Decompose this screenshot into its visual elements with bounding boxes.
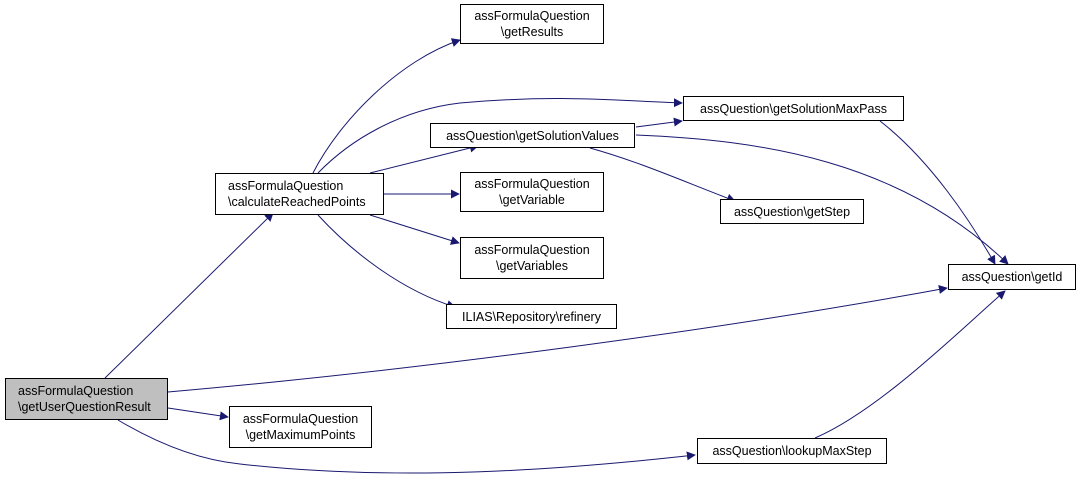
node-get-variables[interactable]: assFormulaQuestion \getVariables: [460, 237, 604, 279]
node-label-line: \getMaximumPoints: [245, 428, 356, 442]
node-label-line: \calculateReachedPoints: [228, 195, 366, 209]
edge-calc-to-getVariables: [369, 214, 460, 245]
node-label-line: assQuestion\getStep: [733, 204, 851, 219]
edge-calc-to-solutionMaxPass: [317, 98, 683, 174]
node-label-line: assQuestion\getSolutionValues: [446, 128, 619, 143]
node-get-solution-values[interactable]: assQuestion\getSolutionValues: [430, 123, 635, 148]
node-label-line: ILIAS\Repository\refinery: [462, 309, 601, 324]
node-calculate-reached-points[interactable]: assFormulaQuestion \calculateReachedPoin…: [215, 173, 384, 215]
node-get-variable[interactable]: assFormulaQuestion \getVariable: [460, 172, 604, 212]
node-label-line: assFormulaQuestion: [474, 177, 590, 191]
edge-root-to-maxPoints: [167, 407, 229, 421]
node-get-step[interactable]: assQuestion\getStep: [720, 199, 864, 224]
node-label-line: assFormulaQuestion: [474, 9, 590, 23]
edge-root-to-lookupMaxStep: [117, 419, 696, 474]
edge-root-to-calc: [104, 212, 274, 379]
node-label-line: assFormulaQuestion: [18, 384, 134, 398]
node-label-line: \getResults: [500, 25, 564, 39]
node-repository-refinery[interactable]: ILIAS\Repository\refinery: [446, 304, 617, 329]
node-get-id[interactable]: assQuestion\getId: [948, 264, 1076, 290]
node-label-line: assQuestion\getSolutionMaxPass: [700, 101, 887, 116]
node-label-line: \getVariables: [495, 259, 569, 273]
edge-solutionValues-to-getStep: [589, 147, 736, 203]
node-label-line: \getVariable: [499, 193, 565, 207]
edge-calc-to-refinery: [317, 214, 456, 309]
node-label-line: assQuestion\lookupMaxStep: [712, 444, 872, 458]
edge-calc-to-getResults: [312, 38, 461, 174]
edge-solutionMaxPass-to-getId: [879, 120, 996, 265]
node-label-line: assQuestion\getId: [961, 270, 1063, 284]
node-get-user-question-result[interactable]: assFormulaQuestion \getUserQuestionResul…: [5, 378, 168, 420]
node-label-line: assFormulaQuestion: [228, 179, 344, 193]
node-label-line: assFormulaQuestion: [242, 412, 359, 426]
node-label-line: \getUserQuestionResult: [18, 400, 151, 414]
edge-solutionValues-to-solutionMaxPass: [635, 117, 683, 128]
node-get-results[interactable]: assFormulaQuestion \getResults: [460, 4, 604, 44]
node-lookup-max-step[interactable]: assQuestion\lookupMaxStep: [697, 438, 887, 464]
edge-root-to-getId: [167, 285, 948, 393]
edge-calc-to-solutionValues: [369, 143, 479, 174]
edge-lookupMaxStep-to-getId: [814, 290, 1006, 439]
node-label-line: assFormulaQuestion: [474, 243, 590, 257]
node-get-solution-max-pass[interactable]: assQuestion\getSolutionMaxPass: [683, 96, 904, 121]
node-get-maximum-points[interactable]: assFormulaQuestion \getMaximumPoints: [229, 406, 372, 448]
edge-solutionValues-to-getId: [635, 134, 1009, 265]
